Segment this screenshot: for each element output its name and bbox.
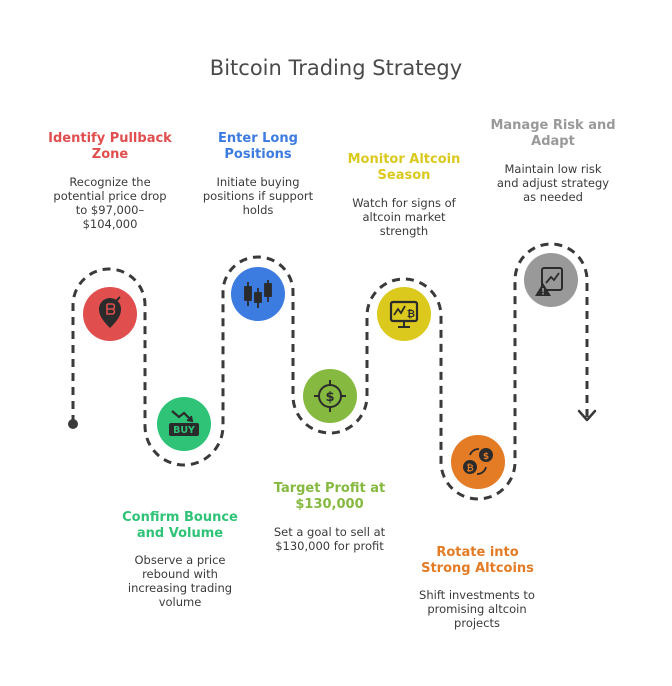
step-1-title-line: Identify Pullback [48,131,172,146]
step-3-title-line: Positions [224,147,292,162]
step-7-title: Manage Risk and Adapt [478,118,628,150]
step-7-desc-line: as needed [523,190,583,204]
dashed-path [71,242,589,501]
step-1-desc-line: $104,000 [82,217,138,231]
step-3-desc-line: Initiate buying [216,175,300,189]
buy-sign-icon: BUY [169,410,199,436]
step-3-description: Initiate buying positions if support hol… [188,175,328,217]
step-7-title-line: Manage Risk and [490,118,616,133]
step-2-title-line: Confirm Bounce [122,510,238,525]
candlestick-chart-icon [244,280,272,308]
bitcoin-monitor-icon: ₿ [389,300,419,328]
step-1-description: Recognize the potential price drop to $9… [40,175,180,231]
step-3-desc-line: holds [242,203,274,217]
step-2-description: Observe a price rebound with increasing … [110,553,250,609]
step-1-title-line: Zone [91,147,129,162]
risk-chart-icon: ! [535,267,563,298]
step-5-desc-line: strength [379,224,429,238]
step-4-desc-line: Set a goal to sell at [273,525,386,539]
svg-text:₿: ₿ [466,463,473,474]
page-title: Bitcoin Trading Strategy [209,56,463,80]
step-6-title-line: Rotate into [436,545,519,560]
step-5-desc-line: Watch for signs of [352,196,456,210]
step-1-desc-line: Recognize the [69,175,151,189]
svg-text:$: $ [325,390,334,405]
step-3-title: Enter Long Positions [188,131,328,163]
step-7-desc-line: Maintain low risk [504,162,602,176]
step-4-desc-line: $130,000 for profit [275,539,384,553]
step-2-desc-line: volume [158,595,202,609]
step-4-description: Set a goal to sell at $130,000 for profi… [252,525,407,553]
coin-exchange-icon: ₿ $ [463,448,493,475]
step-7-title-line: Adapt [531,134,575,149]
step-5-title: Monitor Altcoin Season [334,152,474,184]
step-3-node [231,267,285,321]
step-6-node: ₿ $ [451,435,505,489]
step-2-title: Confirm Bounce and Volume [110,510,250,542]
step-1-desc-line: potential price drop [53,189,167,203]
svg-text:₿: ₿ [407,308,415,320]
step-2-desc-line: increasing trading [127,581,233,595]
buy-sign-label: BUY [173,425,195,436]
svg-text:$: $ [483,452,489,462]
step-6-desc-line: Shift investments to [419,588,535,602]
step-3-title-line: Enter Long [218,131,298,146]
step-7-node: ! [524,253,578,307]
step-6-title: Rotate into Strong Altcoins [405,545,550,577]
step-5-title-line: Season [377,168,431,183]
step-1-desc-line: to $97,000– [75,203,145,217]
step-5-node: ₿ [377,287,431,341]
step-5-description: Watch for signs of altcoin market streng… [334,196,474,238]
step-3-desc-line: positions if support [202,189,314,203]
bitcoin-location-pin-icon [99,296,121,328]
step-1-node [83,287,137,341]
step-2-node: BUY [157,397,211,451]
step-6-desc-line: projects [454,616,500,630]
dollar-target-icon: $ [314,380,346,412]
step-6-desc-line: promising altcoin [427,602,527,616]
step-4-title-line: $130,000 [295,497,364,512]
svg-text:!: ! [541,288,545,298]
step-4-title-line: Target Profit at [273,481,386,496]
step-1-title: Identify Pullback Zone [40,131,180,163]
step-7-description: Maintain low risk and adjust strategy as… [478,162,628,204]
step-7-desc-line: and adjust strategy [496,176,610,190]
step-2-desc-line: Observe a price [134,553,226,567]
path-end-arrow [577,409,597,422]
step-4-node: $ [303,369,357,423]
step-6-title-line: Strong Altcoins [421,561,534,576]
step-2-title-line: and Volume [136,526,224,541]
step-2-desc-line: rebound with [142,567,218,581]
step-6-description: Shift investments to promising altcoin p… [402,588,552,630]
path-start-dot [68,419,78,429]
step-5-desc-line: altcoin market [362,210,446,224]
step-5-title-line: Monitor Altcoin [347,152,461,167]
step-4-title: Target Profit at $130,000 [257,481,402,513]
